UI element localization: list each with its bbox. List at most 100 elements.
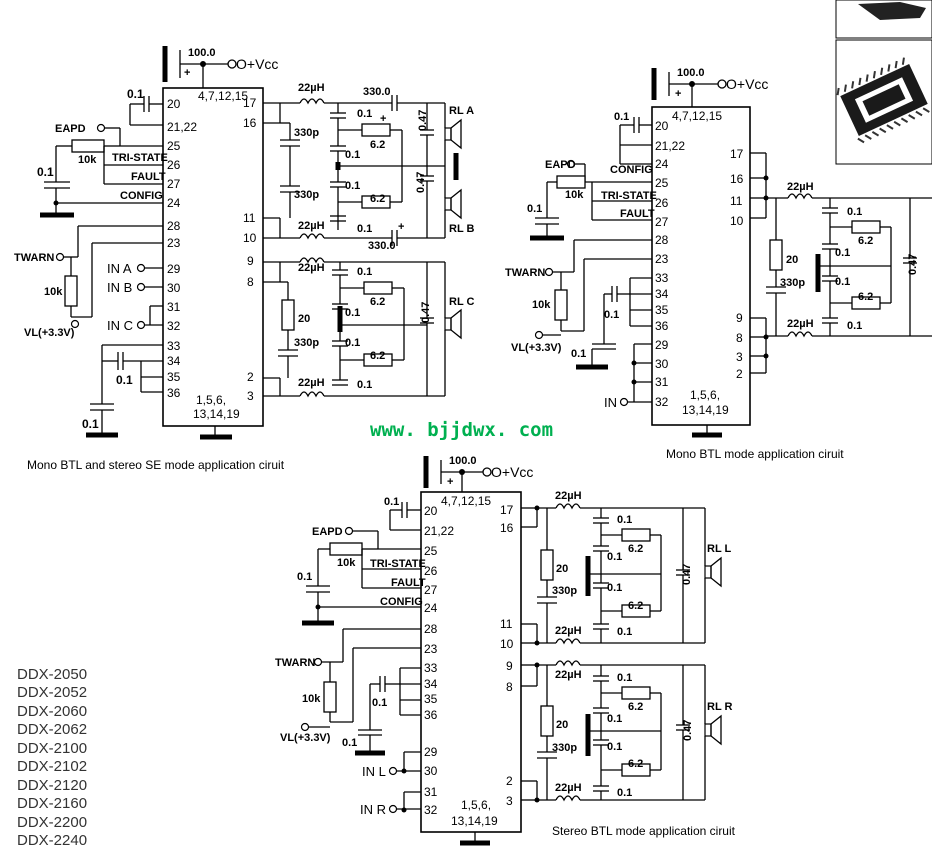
schematic-label: 6.2 bbox=[370, 193, 385, 205]
schematic-label: 0.47 bbox=[907, 254, 919, 275]
caption-bottom: Stereo BTL mode application ciruit bbox=[552, 824, 736, 838]
schematic-label: 20 bbox=[424, 504, 438, 518]
schematic-label: 22µH bbox=[298, 377, 325, 389]
schematic-label: 0.47 bbox=[415, 172, 427, 193]
schematic-label: FAULT bbox=[620, 208, 655, 220]
schematic-label: 32 bbox=[167, 319, 181, 333]
schematic-label: 330p bbox=[294, 337, 319, 349]
schematic-label: 25 bbox=[167, 139, 181, 153]
schematic-label: FAULT bbox=[131, 171, 166, 183]
schematic-label: 21,22 bbox=[424, 524, 454, 538]
circuit-left: 100.0 + O+Vcc 4,7,12,15 1,5,6, 13,14,19 … bbox=[14, 46, 475, 440]
schematic-label: 0.1 bbox=[116, 373, 133, 387]
part-number: DDX-2100 bbox=[17, 740, 87, 757]
schematic-label: 330p bbox=[294, 189, 319, 201]
schematic-label: 24 bbox=[167, 196, 181, 210]
schematic-label: 16 bbox=[500, 521, 514, 535]
schematic-label: CONFIG bbox=[120, 190, 163, 202]
schematic-label: 30 bbox=[167, 281, 181, 295]
schematic-label: 6.2 bbox=[628, 543, 643, 555]
schematic-label: 6.2 bbox=[858, 235, 873, 247]
schematic-label: 11 bbox=[243, 211, 256, 225]
schematic-label: 30 bbox=[655, 357, 669, 371]
schematic-label: 2 bbox=[736, 367, 743, 381]
schematic-label: 22µH bbox=[555, 669, 582, 681]
schematic-label: 0.1 bbox=[127, 87, 144, 101]
schematic-label: 0.1 bbox=[357, 108, 372, 120]
schematic-label: 8 bbox=[736, 331, 743, 345]
part-number: DDX-2052 bbox=[17, 684, 87, 701]
schematic-label: 20 bbox=[298, 313, 310, 325]
caption-left: Mono BTL and stereo SE mode application … bbox=[27, 458, 285, 472]
schematic-label: 0.1 bbox=[847, 320, 862, 332]
amplifier-chip-bottom bbox=[420, 491, 522, 833]
schematic-label: 10k bbox=[78, 154, 97, 166]
schematic-label: 22µH bbox=[787, 181, 814, 193]
schematic-label: 28 bbox=[424, 622, 438, 636]
schematic-label: 22µH bbox=[298, 82, 325, 94]
schematic-label: RL C bbox=[449, 296, 475, 308]
schematic-label: 10k bbox=[565, 189, 584, 201]
schematic-label: 9 bbox=[506, 659, 513, 673]
schematic-label: IN R bbox=[360, 802, 386, 817]
schematic-label: 20 bbox=[167, 97, 181, 111]
schematic-label: 6.2 bbox=[370, 296, 385, 308]
schematic-label: 20 bbox=[655, 119, 669, 133]
schematic-label: 0.1 bbox=[617, 672, 632, 684]
schematic-label: 0.1 bbox=[617, 514, 632, 526]
amplifier-chip bbox=[162, 87, 264, 427]
schematic-label: 27 bbox=[424, 583, 438, 597]
schematic-label: EAPD bbox=[55, 123, 86, 135]
schematic-label: 34 bbox=[167, 354, 181, 368]
schematic-label: 330p bbox=[552, 742, 577, 754]
schematic-label: 0.1 bbox=[527, 203, 542, 215]
schematic-label: 27 bbox=[167, 177, 181, 191]
website-watermark: www. bjjdwx. com bbox=[370, 419, 553, 441]
package-images bbox=[835, 0, 932, 165]
schematic-label: 10k bbox=[532, 299, 551, 311]
schematic-label: 33 bbox=[655, 271, 669, 285]
vcc-pins: 4,7,12,15 bbox=[198, 89, 248, 103]
schematic-label: 10k bbox=[337, 557, 356, 569]
schematic-label: 0.1 bbox=[357, 266, 372, 278]
circuit-right: 100.0 + O+Vcc 4,7,12,15 1,5,6, 13,14,19 … bbox=[505, 67, 932, 438]
schematic-label: 6.2 bbox=[858, 291, 873, 303]
schematic-label: 100.0 bbox=[449, 455, 477, 467]
schematic-label: 24 bbox=[424, 601, 438, 615]
schematic-label: 34 bbox=[424, 677, 438, 691]
schematic-label: 0.1 bbox=[297, 571, 312, 583]
schematic-label: + bbox=[380, 113, 386, 125]
schematic-label: 16 bbox=[243, 116, 257, 130]
schematic-label: 25 bbox=[424, 544, 438, 558]
schematic-label: RL L bbox=[707, 543, 732, 555]
schematic-label: 36 bbox=[424, 708, 438, 722]
schematic-label: 10 bbox=[730, 214, 744, 228]
schematic-label: 22µH bbox=[555, 490, 582, 502]
schematic-label: RL B bbox=[449, 223, 475, 235]
schematic-label: 10k bbox=[302, 693, 321, 705]
schematic-label: 30 bbox=[424, 764, 438, 778]
speaker-l-icon bbox=[704, 565, 712, 579]
schematic-label: 23 bbox=[655, 252, 669, 266]
amplifier-chip-right bbox=[651, 106, 751, 426]
schematic-label: FAULT bbox=[391, 577, 426, 589]
schematic-label: 4,7,12,15 bbox=[672, 109, 722, 123]
schematic-label: 330p bbox=[294, 127, 319, 139]
schematic-label: TWARN bbox=[275, 657, 315, 669]
schematic-label: 29 bbox=[655, 338, 669, 352]
schematic-label: 22µH bbox=[555, 625, 582, 637]
schematic-label: 36 bbox=[167, 386, 181, 400]
schematic-label: 26 bbox=[655, 196, 669, 210]
schematic-label: 0.1 bbox=[357, 379, 372, 391]
schematic-label: 0.1 bbox=[345, 307, 360, 319]
speaker-b-icon bbox=[444, 197, 452, 211]
schematic-label: 9 bbox=[247, 254, 254, 268]
schematic-label: CONFIG bbox=[610, 164, 653, 176]
schematic-label: 0.1 bbox=[617, 626, 632, 638]
schematic-label: 17 bbox=[243, 96, 257, 110]
schematic-label: 0.1 bbox=[345, 149, 360, 161]
part-number: DDX-2240 bbox=[17, 832, 87, 849]
speaker-a-icon bbox=[444, 127, 452, 141]
schematic-label: 6.2 bbox=[628, 758, 643, 770]
